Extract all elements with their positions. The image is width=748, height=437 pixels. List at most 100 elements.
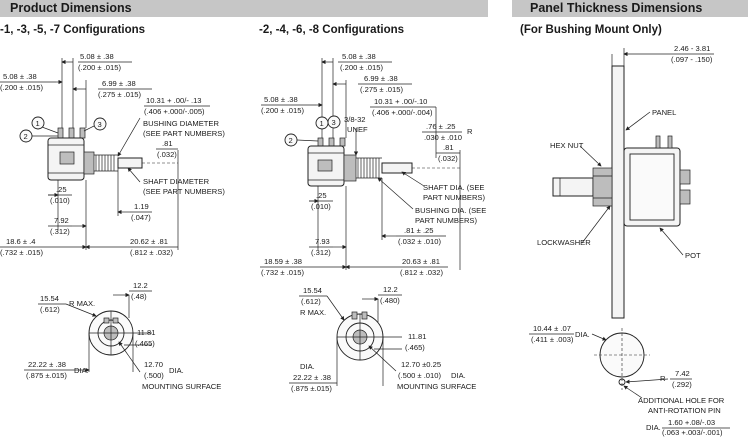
- dim-mid-025-in: (.010): [311, 202, 331, 211]
- dim-mid-122-in: (.480): [380, 296, 400, 305]
- dim-mid-793: 7.93: [315, 237, 330, 246]
- dim-panel-742: 7.42: [675, 369, 690, 378]
- dim-left-1270-in: (.500): [144, 371, 164, 380]
- dim-mid-1270-in: (.500 ± .010): [398, 371, 441, 380]
- mid-side-view: 5.08 ± .38 (.200 ± .015) 6.99 ± .38 (.27…: [260, 52, 486, 277]
- dim-mid-081: .81: [443, 143, 454, 152]
- dim-mid-1554-in: (.612): [301, 297, 321, 306]
- header-product-dimensions: Product Dimensions: [0, 0, 488, 17]
- dim-left-081: .81: [162, 139, 173, 148]
- header-panel-thickness: Panel Thickness Dimensions: [512, 0, 748, 17]
- dim-mid-508-side: 5.08 ± .38: [264, 95, 298, 104]
- dim-mid-508-top-in: (.200 ± .015): [340, 63, 383, 72]
- dim-left-119: 1.19: [134, 202, 149, 211]
- pin-3-label-left: 3: [98, 120, 102, 129]
- label-left-dia: DIA.: [74, 366, 89, 375]
- label-mid-dia: DIA.: [300, 362, 315, 371]
- dim-mid-793-in: (.312): [311, 248, 331, 257]
- dim-left-1181-in: (.465): [135, 339, 155, 348]
- dim-mid-2222: 22.22 ± .38: [293, 373, 331, 382]
- label-pot: POT: [685, 251, 701, 260]
- dim-mid-1554: 15.54: [303, 286, 322, 295]
- label-hex-nut: HEX NUT: [550, 141, 584, 150]
- dim-left-2222-in: (.875 ±.015): [26, 371, 67, 380]
- dim-left-1270: 12.70: [144, 360, 163, 369]
- dim-mid-025: .25: [316, 191, 327, 200]
- dim-mid-699-in: (.275 ± .015): [360, 85, 403, 94]
- dim-left-081-in: (.032): [157, 150, 177, 159]
- label-mid-shaft-dia-1: SHAFT DIA. (SEE: [423, 183, 484, 192]
- dim-mid-2063-in: (.812 ± .032): [400, 268, 443, 277]
- pin-1-marker-left: [31, 116, 45, 130]
- dim-panel-1044: 10.44 ± .07: [533, 324, 571, 333]
- label-mid-rmax: R MAX.: [300, 308, 326, 317]
- label-add-hole-1: ADDITIONAL HOLE FOR: [638, 396, 725, 405]
- dim-panel-246: 2.46 - 3.81: [674, 44, 710, 53]
- label-left-dia2: DIA.: [169, 366, 184, 375]
- dim-mid-508-side-in: (.200 ± .015): [261, 106, 304, 115]
- dim-left-025: .25: [56, 185, 67, 194]
- label-mid-shaft-dia-2: PART NUMBERS): [423, 193, 485, 202]
- pin-1-label-left: 1: [36, 119, 40, 128]
- dim-left-186-in: (.732 ± .015): [0, 248, 43, 257]
- dim-mid-2222-in: (.875 ±.015): [291, 384, 332, 393]
- panel-view: 2.46 - 3.81 (.097 - .150) PANEL HEX NUT …: [529, 44, 730, 437]
- dim-mid-081b: .81 ± .25: [404, 226, 434, 235]
- dim-mid-2063: 20.63 ± .81: [402, 257, 440, 266]
- label-mid-thread-2: UNEF: [347, 125, 368, 134]
- subtitle-config-mid: -2, -4, -6, -8 Configurations: [259, 24, 405, 36]
- dim-panel-160: 1.60 +.08/-.03: [668, 418, 715, 427]
- pin-3-marker-left: [93, 117, 107, 131]
- pin-1-marker-mid: [315, 116, 329, 130]
- label-mid-r: R: [467, 127, 473, 136]
- dim-left-508-side-in: (.200 ± .015): [0, 83, 43, 92]
- dim-left-2062: 20.62 ± .81: [130, 237, 168, 246]
- label-left-bushing-dia-2: (SEE PART NUMBERS): [143, 129, 225, 138]
- label-panel-r: R: [660, 374, 666, 383]
- dim-left-1554-in: (.612): [40, 305, 60, 314]
- dim-left-508-top: 5.08 ± .38: [80, 52, 114, 61]
- label-mid-dia2: DIA.: [451, 371, 466, 380]
- dim-mid-1181-in: (.465): [405, 343, 425, 352]
- dim-left-508-side: 5.08 ± .38: [3, 72, 37, 81]
- dim-panel-1044-in: (.411 ± .003): [531, 335, 574, 344]
- dim-panel-246-in: (.097 - .150): [671, 55, 713, 64]
- pin-3-label-mid: 3: [332, 118, 336, 127]
- label-mid-bushing-dia-1: BUSHING DIA. (SEE: [415, 206, 486, 215]
- dim-panel-160-in: (.063 +.003/-.001): [662, 428, 723, 437]
- label-left-bushing-dia-1: BUSHING DIAMETER: [143, 119, 219, 128]
- pin-2-label-left: 2: [24, 132, 28, 141]
- dim-mid-081-in: (.032): [438, 154, 458, 163]
- dim-panel-742-in: (.292): [672, 380, 692, 389]
- dim-left-2222: 22.22 ± .38: [28, 360, 66, 369]
- dim-left-792-in: (.312): [50, 227, 70, 236]
- dim-mid-1031: 10.31 + .00/-.10: [374, 97, 427, 106]
- dim-left-2062-in: (.812 ± .032): [130, 248, 173, 257]
- label-panel-dia2: DIA.: [646, 423, 661, 432]
- pin-2-label-mid: 2: [289, 136, 293, 145]
- dim-left-122-in: (.48): [131, 292, 147, 301]
- label-panel-dia: DIA.: [575, 330, 590, 339]
- dim-left-699-in: (.275 ± .015): [98, 90, 141, 99]
- dim-left-699: 6.99 ± .38: [102, 79, 136, 88]
- subtitle-config-left: -1, -3, -5, -7 Configurations: [0, 24, 146, 36]
- subtitle-panel-note: (For Bushing Mount Only): [520, 24, 662, 36]
- dim-left-122: 12.2: [133, 281, 148, 290]
- label-lockwasher: LOCKWASHER: [537, 238, 591, 247]
- label-left-mounting: MOUNTING SURFACE: [142, 382, 221, 391]
- label-mid-thread-1: 3/8-32: [344, 115, 366, 124]
- dim-left-508-top-in: (.200 ± .015): [78, 63, 121, 72]
- label-left-shaft-dia-1: SHAFT DIAMETER: [143, 177, 210, 186]
- dim-left-025-in: (.010): [50, 196, 70, 205]
- dim-mid-076-in: .030 ± .010: [424, 133, 462, 142]
- pin-1-label-mid: 1: [320, 119, 324, 128]
- mid-front-view: 15.54 (.612) R MAX. 12.2 (.480) 11.81 (.…: [289, 285, 476, 393]
- dim-mid-1859-in: (.732 ± .015): [261, 268, 304, 277]
- dim-mid-699: 6.99 ± .38: [364, 74, 398, 83]
- dim-left-1554: 15.54: [40, 294, 59, 303]
- dim-left-119-in: (.047): [131, 213, 151, 222]
- left-front-view: 15.54 (.612) R MAX. 12.2 (.48) 11.81 (.4…: [24, 281, 221, 391]
- dim-mid-1270: 12.70 ±0.25: [401, 360, 441, 369]
- dim-left-1031: 10.31 + .00/- .13: [146, 96, 202, 105]
